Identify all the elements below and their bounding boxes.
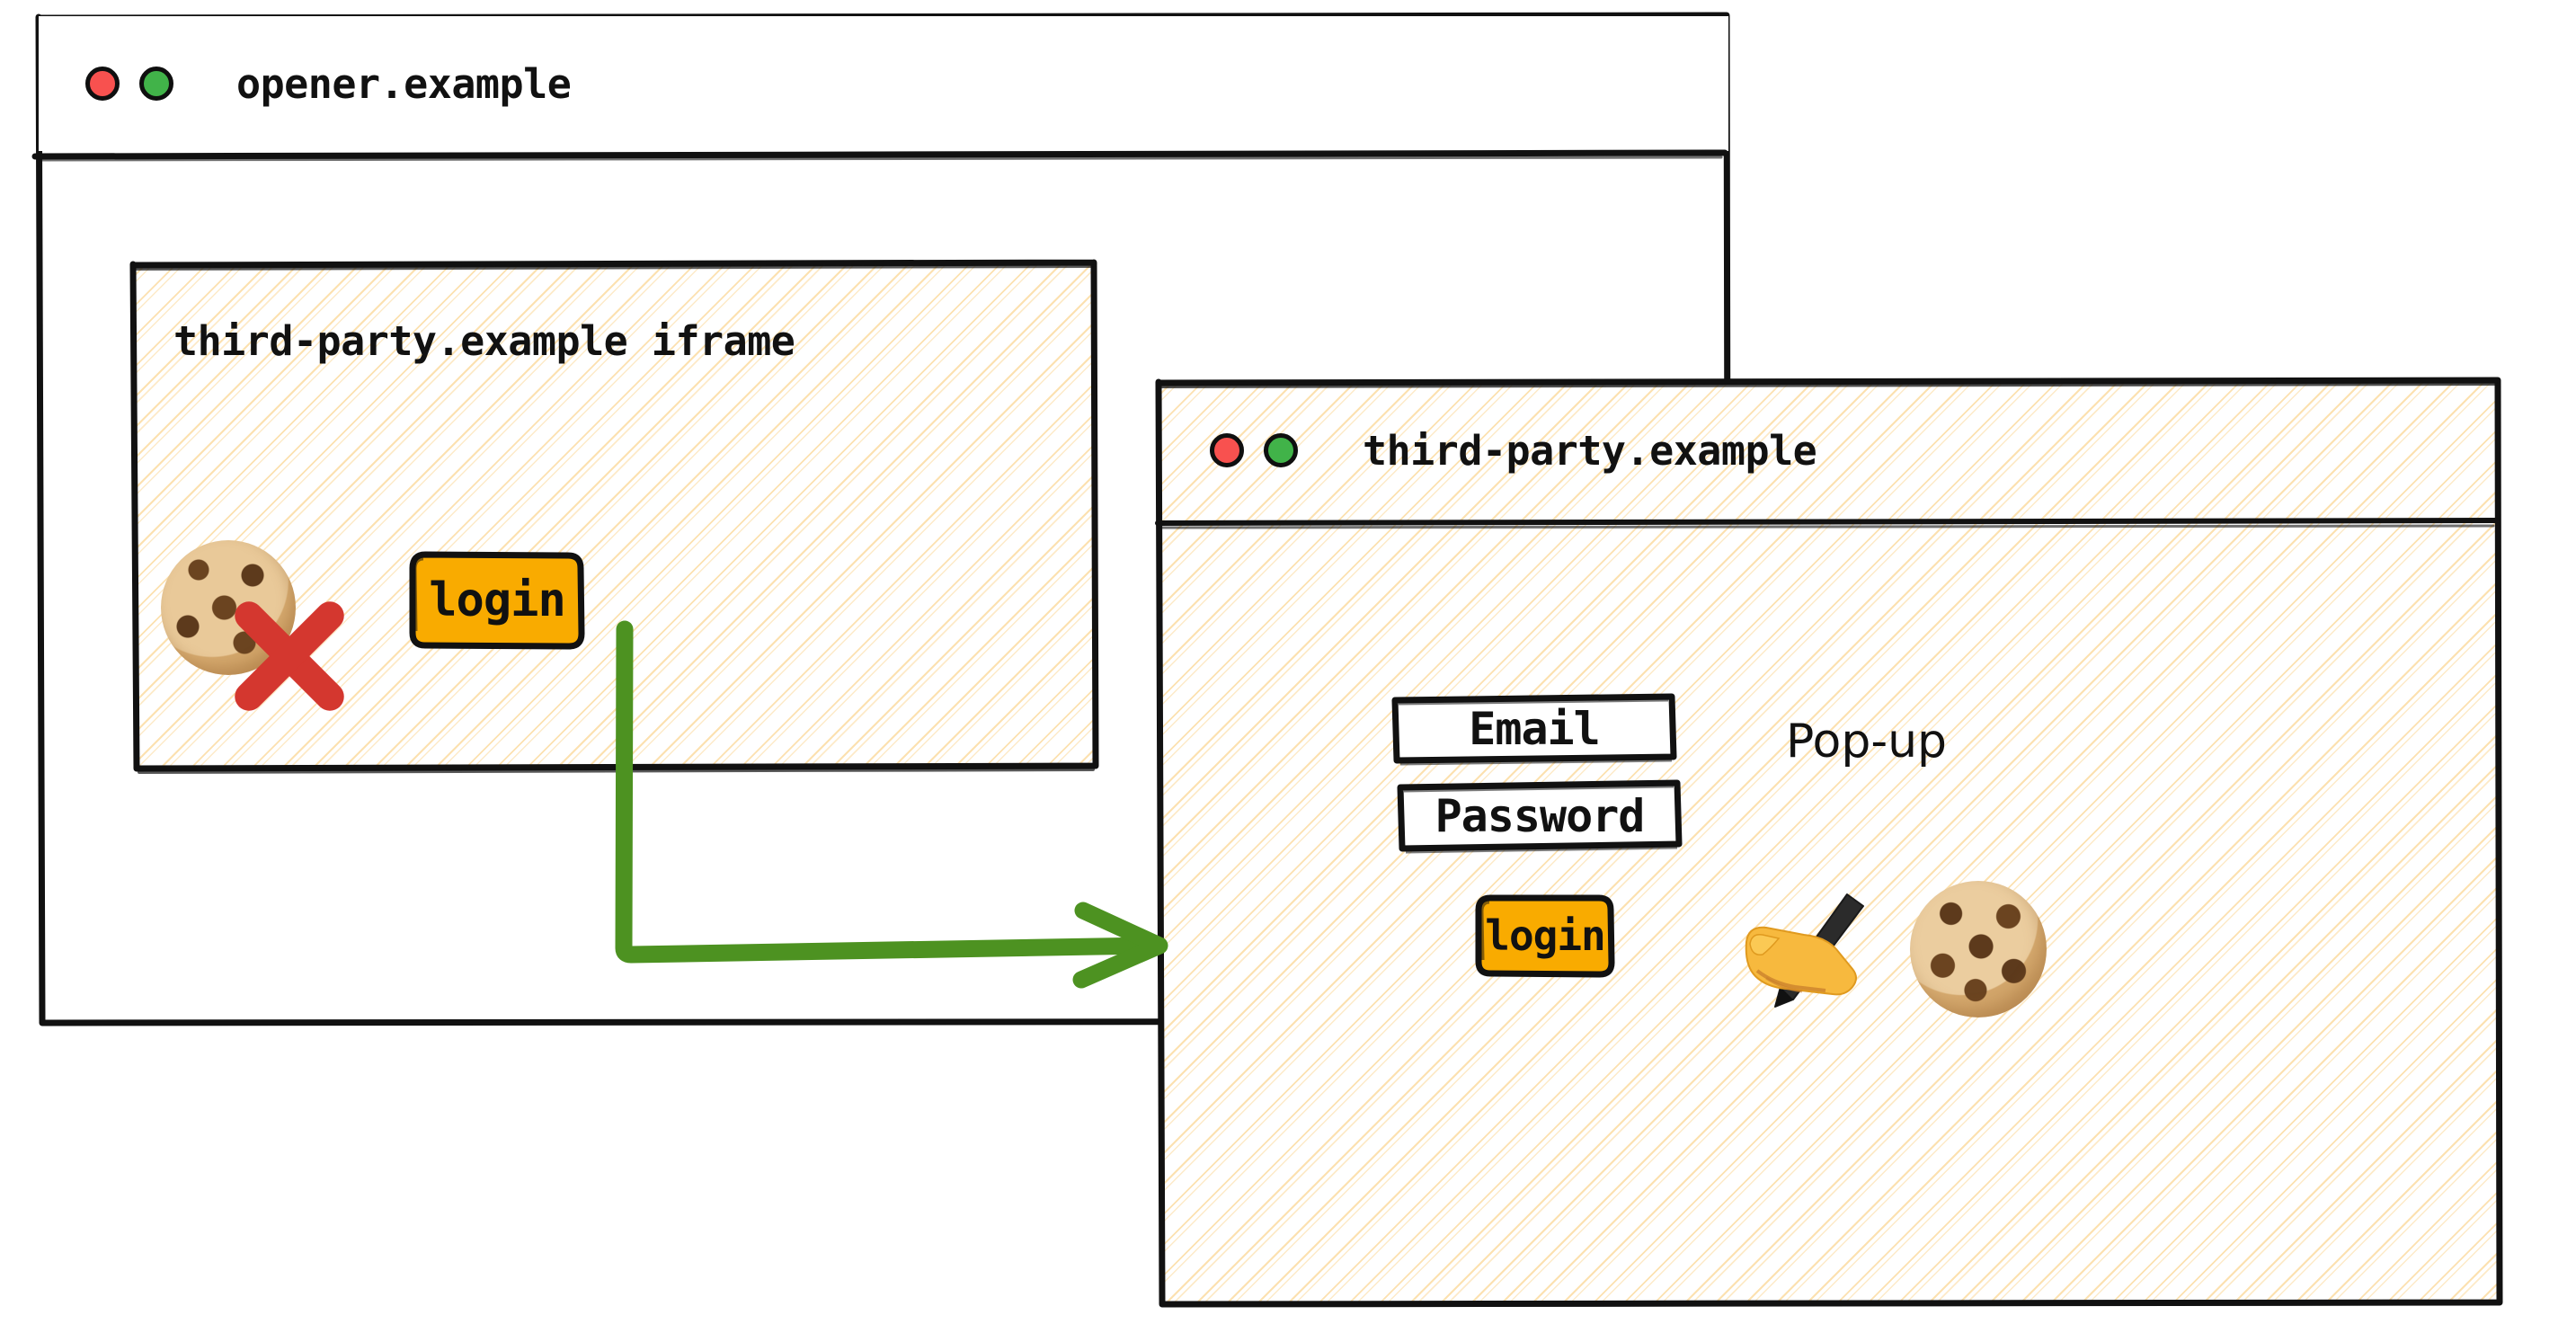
opener-titlebar: opener.example xyxy=(39,16,1728,151)
cookie-write-group xyxy=(1739,881,2090,1017)
opener-window-title: opener.example xyxy=(236,59,572,108)
maximize-icon[interactable] xyxy=(139,67,173,101)
opener-traffic-lights[interactable] xyxy=(85,67,173,101)
close-icon[interactable] xyxy=(85,67,120,101)
writing-hand-icon xyxy=(1745,893,1864,1008)
third-party-iframe: third-party.example iframe 🍪 xyxy=(129,259,1099,774)
cross-icon xyxy=(235,601,344,711)
cookie-icon xyxy=(1910,881,2047,1017)
cookie-blocked-group xyxy=(152,533,368,711)
iframe-label: third-party.example iframe xyxy=(173,317,795,365)
popup-annotation-label: Pop-up xyxy=(1786,715,1948,769)
